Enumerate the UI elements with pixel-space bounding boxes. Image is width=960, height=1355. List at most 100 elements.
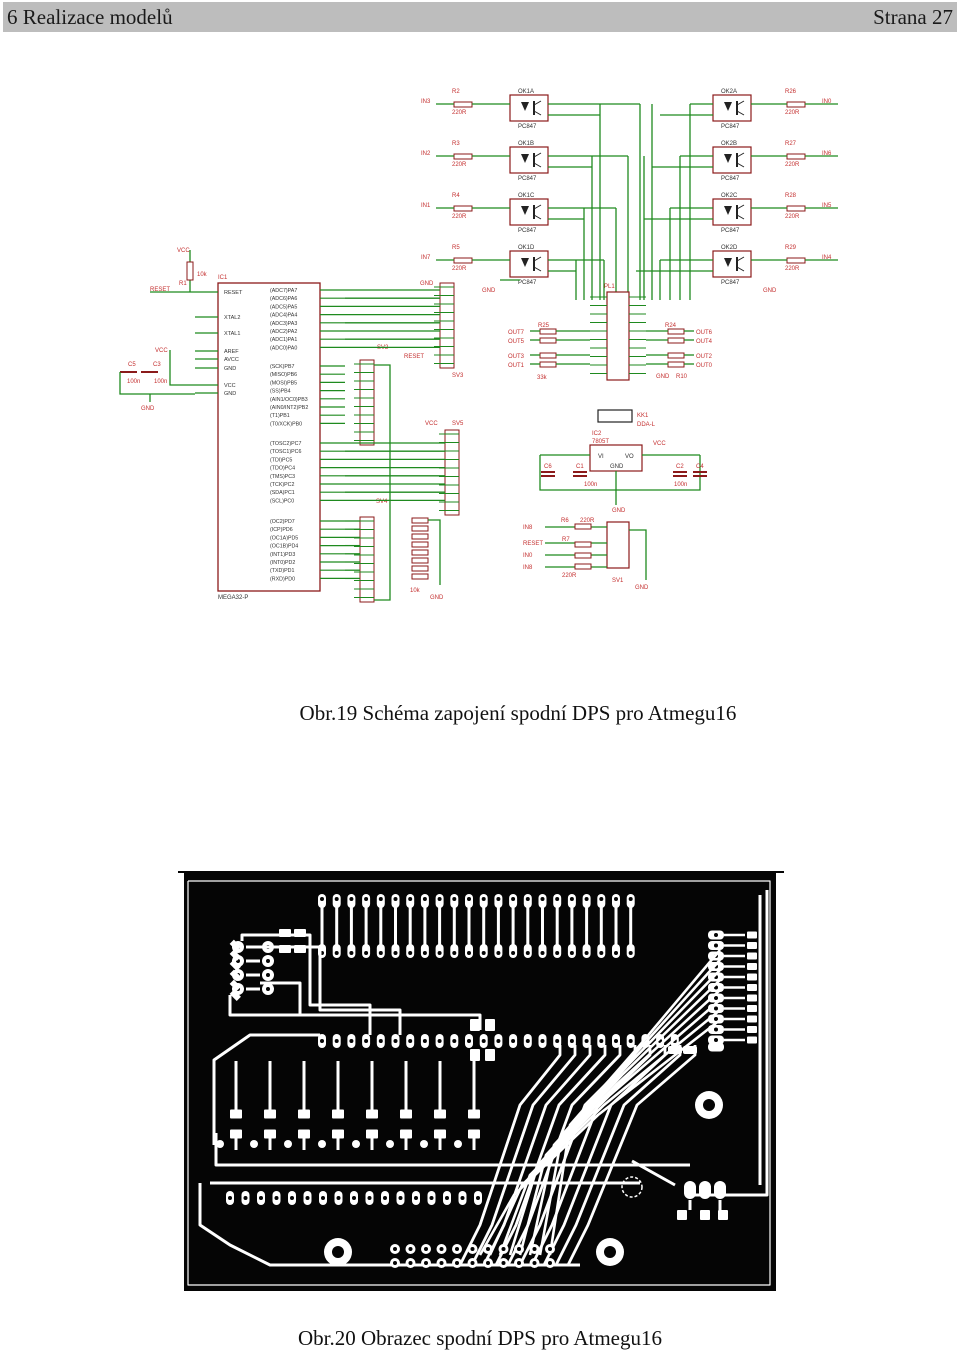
net-label-output: OUT5 — [508, 339, 525, 345]
pcb-drill-hole — [455, 1261, 459, 1265]
pcb-drill-hole — [334, 1039, 339, 1043]
resistor-value: 220R — [452, 110, 467, 116]
resistor-symbol — [667, 361, 685, 368]
ic1-body — [217, 282, 321, 592]
pcb-track — [214, 1133, 690, 1167]
pcb-drill-hole — [555, 951, 560, 955]
connector-label: SV5 — [452, 421, 464, 427]
pcb-pad — [567, 894, 576, 908]
pcb-drill-hole — [378, 951, 383, 955]
pcb-drill-hole — [364, 951, 369, 955]
resistor-value: 220R — [785, 214, 800, 220]
resistor-symbol — [411, 533, 429, 540]
pcb-drill-hole — [532, 1247, 537, 1251]
resistor-symbol — [539, 352, 557, 359]
optocoupler-body — [712, 94, 752, 122]
ic1-right-pin: (ADC3)PA3 — [270, 321, 297, 327]
pcb-drill-hole — [266, 959, 270, 963]
pcb-drill-hole — [525, 1039, 530, 1043]
pcb-track — [631, 1159, 676, 1187]
pcb-pad — [708, 1042, 724, 1052]
pcb-drill-hole — [476, 1196, 480, 1200]
gnd-label: GND — [141, 406, 155, 412]
pcb-drill-hole — [439, 1247, 444, 1251]
ic1-right-pin: (TXD)PD1 — [270, 568, 294, 574]
resistor-name: R5 — [452, 245, 460, 251]
pcb-drill-hole — [548, 1247, 552, 1251]
pcb-drill-hole — [540, 1039, 545, 1043]
pcb-pad — [582, 894, 591, 908]
resistor-name: R2 — [452, 89, 460, 95]
pcb-drill-hole — [422, 897, 427, 901]
pcb-drill-hole — [445, 1196, 449, 1200]
optocoupler-part: PC847 — [518, 124, 537, 130]
wire — [428, 519, 441, 585]
pcb-drill-hole — [517, 1261, 521, 1265]
c2-value: 100n — [674, 482, 687, 488]
pcb-drill-hole — [555, 1039, 560, 1043]
pcb-pad — [229, 939, 241, 951]
figure-19-caption: Obr.19 Schéma zapojení spodní DPS pro At… — [299, 701, 737, 725]
pcb-drill-hole — [525, 951, 530, 955]
resistor-symbol — [786, 205, 806, 212]
figure-20-caption: Obr.20 Obrazec spodní DPS pro Atmegu16 — [298, 1326, 662, 1350]
resistor-value: 220R — [785, 110, 800, 116]
optocoupler-body — [509, 250, 549, 278]
pcb-pad — [420, 1140, 428, 1148]
r1-label: R1 — [179, 281, 187, 287]
pcb-drill-hole — [349, 897, 354, 901]
r25-label: R25 — [538, 323, 550, 329]
r7-label: R7 — [562, 537, 570, 543]
optocoupler-name: OK1D — [518, 245, 535, 251]
resistor-value: 220R — [785, 162, 800, 168]
pcb-drill-hole — [336, 1196, 341, 1200]
pcb-drill-hole — [714, 933, 718, 937]
net-label-output: OUT4 — [696, 339, 713, 345]
optocoupler-part: PC847 — [721, 124, 740, 130]
pcb-drill-hole — [266, 987, 270, 991]
pcb-drill-hole — [532, 1261, 537, 1265]
net-label-output: OUT3 — [508, 354, 525, 360]
pcb-drill-hole — [584, 897, 589, 901]
pcb-pad — [298, 1129, 310, 1139]
transistor-symbol — [736, 256, 745, 262]
gnd-label: GND — [482, 288, 496, 294]
ic1-right-pin: (SCL)PC0 — [270, 498, 294, 504]
r6-value: 220R — [580, 518, 595, 524]
pcb-drill-hole — [470, 1261, 475, 1265]
ic1-right-pin: (ADC7)PA7 — [270, 288, 297, 294]
resistor-value: 220R — [452, 266, 467, 272]
pcb-drill-hole — [393, 897, 398, 901]
ic1-right-pin: (TMS)PC3 — [270, 474, 295, 480]
pcb-drill-hole — [352, 1196, 356, 1200]
regulator-gnd: GND — [610, 464, 624, 470]
pcb-pad — [485, 1019, 495, 1031]
pcb-drill-hole — [452, 951, 457, 955]
pcb-track — [498, 999, 721, 1256]
optocoupler-name: OK1A — [518, 89, 534, 95]
pcb-pad — [352, 1140, 360, 1148]
c1-value: 100n — [584, 482, 597, 488]
pcb-pad — [386, 1140, 394, 1148]
pcb-pad — [714, 1181, 726, 1199]
reset-label: RESET — [150, 287, 170, 293]
pcb-drill-hole — [486, 1261, 490, 1265]
ic2-part: 7805T — [592, 439, 609, 445]
pcb-pad — [718, 1210, 728, 1220]
net-label-output: OUT0 — [696, 363, 713, 369]
resistor-name: R27 — [785, 141, 797, 147]
transistor-symbol — [736, 152, 745, 158]
pcb-pad — [434, 1109, 446, 1119]
ic1-left-pin: AREF — [224, 349, 239, 355]
transistor-symbol — [533, 100, 542, 106]
pcb-drill-hole — [540, 951, 545, 955]
ic1-right-pin: (INT1)PD3 — [270, 552, 295, 558]
heatsink-kk1 — [597, 409, 633, 423]
gnd-label: GND — [420, 281, 434, 287]
ic1-right-pin: (SDA)PC1 — [270, 490, 295, 496]
pcb-drill-hole — [321, 1196, 325, 1200]
ic1-left-pin: VCC — [224, 383, 236, 389]
pcb-drill-hole — [714, 996, 718, 1000]
